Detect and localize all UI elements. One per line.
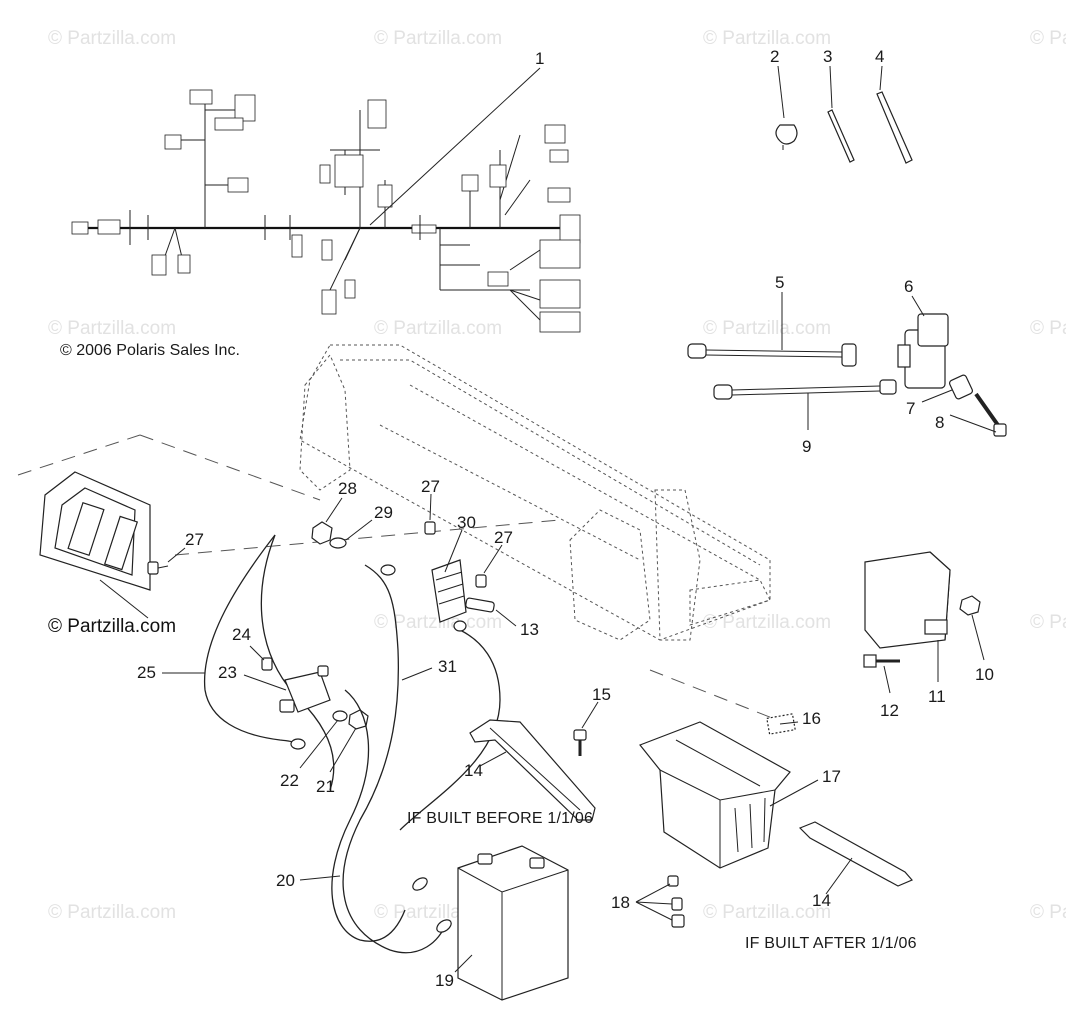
callout-1: 1 bbox=[535, 49, 544, 68]
part-27-screw-top bbox=[424, 521, 436, 535]
note-built-before: IF BUILT BEFORE 1/1/06 bbox=[407, 810, 593, 827]
callout-17: 17 bbox=[822, 767, 841, 786]
callout-10: 10 bbox=[975, 665, 994, 684]
note-built-after: IF BUILT AFTER 1/1/06 bbox=[745, 935, 917, 952]
callout-27-right: 27 bbox=[494, 528, 513, 547]
callout-22: 22 bbox=[280, 771, 299, 790]
callout-21: 21 bbox=[316, 777, 335, 796]
copyright-notice: © 2006 Polaris Sales Inc. bbox=[60, 342, 240, 359]
part-28-nut bbox=[311, 521, 333, 545]
callout-9: 9 bbox=[802, 437, 811, 456]
callout-7: 7 bbox=[906, 399, 915, 418]
part-29-washer bbox=[329, 537, 347, 549]
callout-16: 16 bbox=[802, 709, 821, 728]
watermark: © Partzilla.com bbox=[703, 28, 831, 49]
part-2-clamp bbox=[775, 124, 798, 150]
callout-8: 8 bbox=[935, 413, 944, 432]
partzilla-label: © Partzilla.com bbox=[48, 616, 176, 637]
watermark: © Partzilla.com bbox=[1030, 28, 1066, 49]
part-11-ecu-module bbox=[864, 551, 951, 649]
watermark: © Partzilla.com bbox=[48, 902, 176, 923]
watermark: © Partzilla.com bbox=[1030, 612, 1066, 633]
part-23-starter-solenoid bbox=[279, 665, 331, 713]
watermark: © Partzilla.com bbox=[374, 612, 502, 633]
part-7-spacer bbox=[949, 374, 973, 400]
part-20-battery-cable bbox=[331, 689, 452, 942]
callout-31: 31 bbox=[438, 657, 457, 676]
watermark: © Partzilla.com bbox=[374, 28, 502, 49]
frame-outline bbox=[299, 344, 771, 641]
watermark: © Partzilla.com bbox=[48, 28, 176, 49]
callout-20: 20 bbox=[276, 871, 295, 890]
part-8-bolt bbox=[974, 392, 1007, 437]
callout-14-before: 14 bbox=[464, 761, 483, 780]
part-9-spark-plug-wire bbox=[713, 379, 897, 400]
part-15-bolt bbox=[573, 729, 587, 756]
part-14-bracket-before bbox=[469, 719, 596, 821]
callout-24: 24 bbox=[232, 625, 251, 644]
part-cover-plate bbox=[39, 471, 151, 591]
part-21-nut bbox=[348, 709, 369, 730]
watermark: © Partzilla.com bbox=[374, 318, 502, 339]
callout-14-after: 14 bbox=[812, 891, 831, 910]
callout-28: 28 bbox=[338, 479, 357, 498]
callout-5: 5 bbox=[775, 273, 784, 292]
callout-27-left: 27 bbox=[185, 530, 204, 549]
callout-23: 23 bbox=[218, 663, 237, 682]
wiring-harness-schematic bbox=[71, 89, 581, 333]
callout-29: 29 bbox=[374, 503, 393, 522]
watermark: © Partzilla.com bbox=[1030, 318, 1066, 339]
part-17-battery-box bbox=[639, 721, 791, 869]
callout-30: 30 bbox=[457, 513, 476, 532]
callout-27-top: 27 bbox=[421, 477, 440, 496]
part-27-screw-right bbox=[475, 574, 487, 588]
part-13-fuse-holder bbox=[465, 597, 495, 613]
part-14-bracket-after bbox=[798, 821, 913, 887]
callout-2: 2 bbox=[770, 47, 779, 66]
watermark: © Partzilla.com bbox=[48, 318, 176, 339]
watermark: © Partzilla.com bbox=[1030, 902, 1066, 923]
callout-19: 19 bbox=[435, 971, 454, 990]
part-22-washer bbox=[332, 710, 348, 722]
part-4-cable-tie bbox=[876, 91, 913, 164]
watermark: © Partzilla.com bbox=[703, 612, 831, 633]
callout-6: 6 bbox=[904, 277, 913, 296]
part-12-bolt bbox=[863, 654, 900, 668]
watermark: © Partzilla.com bbox=[703, 318, 831, 339]
callout-18: 18 bbox=[611, 893, 630, 912]
callout-4: 4 bbox=[875, 47, 884, 66]
callout-13: 13 bbox=[520, 620, 539, 639]
part-24-screw bbox=[261, 657, 273, 671]
part-3-cable-tie bbox=[827, 109, 855, 163]
callout-11: 11 bbox=[928, 687, 946, 706]
callout-3: 3 bbox=[823, 47, 832, 66]
part-5-spark-plug-wire bbox=[687, 343, 857, 367]
part-18-hardware bbox=[667, 875, 685, 928]
part-6-ignition-coil bbox=[897, 313, 949, 389]
part-30-terminal-block bbox=[431, 559, 467, 623]
part-31-cable bbox=[342, 564, 501, 954]
part-19-battery bbox=[457, 845, 569, 1001]
callout-25: 25 bbox=[137, 663, 156, 682]
watermark: © Partzilla.com bbox=[703, 902, 831, 923]
watermarks: © Partzilla.com © Partzilla.com © Partzi… bbox=[48, 28, 1066, 923]
callout-15: 15 bbox=[592, 685, 611, 704]
part-10-nut bbox=[959, 595, 981, 616]
part-27-screw bbox=[147, 561, 169, 575]
callout-12: 12 bbox=[880, 701, 899, 720]
